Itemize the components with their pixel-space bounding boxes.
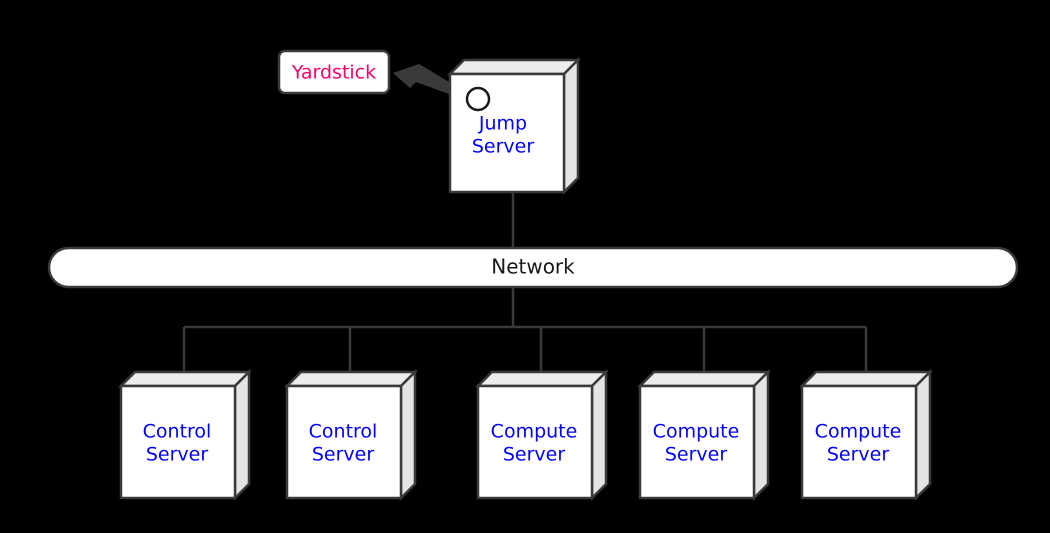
compute-server-1-top-face — [474, 370, 610, 388]
yardstick-label: Yardstick — [291, 62, 376, 84]
control-server-1[interactable]: Control Server — [117, 368, 253, 502]
yardstick-box-shape — [277, 49, 391, 95]
compute-server-2[interactable]: Compute Server — [636, 368, 772, 502]
control-server-2-front-face — [285, 384, 403, 500]
compute-server-1-side-face — [590, 368, 608, 502]
compute-server-3-label-line2: Server — [827, 444, 889, 466]
compute-server-1-front-face — [476, 384, 594, 500]
control-server-1-top-face — [117, 370, 253, 388]
compute-server-2-label-line2: Server — [665, 444, 727, 466]
control-server-2-label-line1: Control — [309, 421, 378, 443]
compute-server-2-side-face — [752, 368, 770, 502]
compute-server-1-label-line2: Server — [503, 444, 565, 466]
network-bus-shape — [47, 246, 1019, 289]
control-server-2-side-face — [399, 368, 417, 502]
network-bus[interactable]: Network — [47, 246, 1019, 289]
control-server-2[interactable]: Control Server — [283, 368, 419, 502]
control-server-2-label-line2: Server — [312, 444, 374, 466]
network-label: Network — [491, 255, 575, 279]
jump-server-top-face — [446, 58, 582, 76]
jump-server-label-line2: Server — [472, 136, 534, 158]
compute-server-3-top-face — [798, 370, 934, 388]
compute-server-1[interactable]: Compute Server — [474, 368, 610, 502]
compute-server-1-label-line1: Compute — [491, 421, 578, 443]
compute-server-3[interactable]: Compute Server — [798, 368, 934, 502]
control-server-2-top-face — [283, 370, 419, 388]
control-server-1-label-line2: Server — [146, 444, 208, 466]
compute-server-3-side-face — [914, 368, 932, 502]
control-server-1-side-face — [233, 368, 251, 502]
jump-server-side-face — [562, 56, 580, 196]
compute-server-2-front-face — [638, 384, 756, 500]
control-server-1-front-face — [119, 384, 237, 500]
jump-server-node[interactable]: Jump Server — [446, 56, 582, 196]
compute-server-3-label-line1: Compute — [815, 421, 902, 443]
control-server-1-label-line1: Control — [143, 421, 212, 443]
yardstick-box[interactable]: Yardstick — [277, 49, 391, 95]
compute-server-2-top-face — [636, 370, 772, 388]
jump-server-agent-icon — [465, 86, 491, 112]
compute-server-2-label-line1: Compute — [653, 421, 740, 443]
compute-server-3-front-face — [800, 384, 918, 500]
jump-server-label-line1: Jump — [478, 113, 527, 135]
